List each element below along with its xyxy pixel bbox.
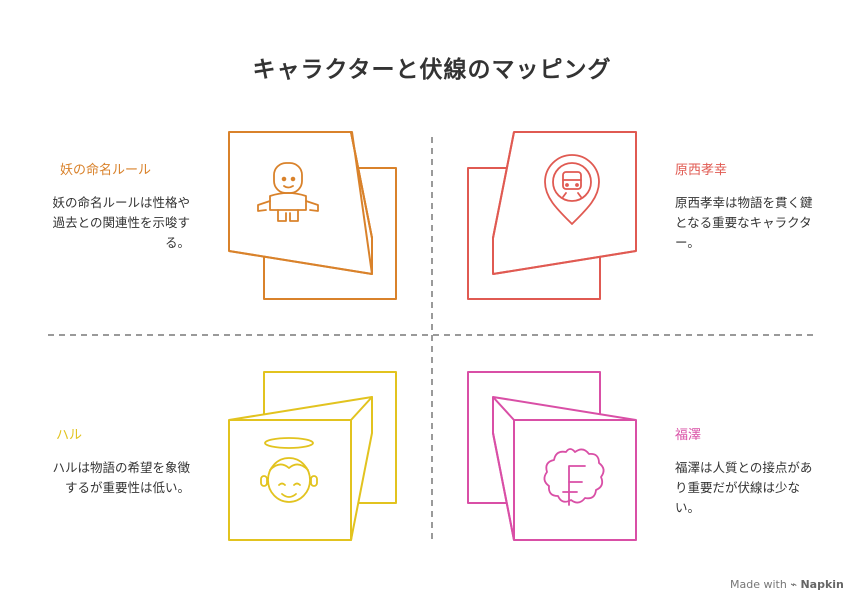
franc-flower-icon	[543, 448, 605, 506]
desc-fukuzawa: 福澤は人質との接点があり重要だが伏線は少ない。	[675, 460, 813, 515]
label-haru: ハル	[56, 428, 83, 443]
desc-haru: ハルは物語の希望を象徴するが重要性は低い。	[52, 460, 190, 495]
quadrant-box-haru	[228, 371, 397, 541]
label-naming-rule: 妖の命名ルール	[60, 163, 152, 178]
train-pin-icon	[544, 154, 600, 225]
credit-brand: Napkin	[800, 578, 844, 591]
angel-face-icon	[260, 437, 318, 503]
quadrant-box-naming-rule	[228, 131, 397, 300]
desc-haranishi: 原西孝幸は物語を貫く鍵となる重要なキャラクター。	[675, 195, 813, 250]
label-fukuzawa: 福澤	[675, 428, 702, 443]
quadrant-box-fukuzawa	[467, 371, 637, 541]
page-title: キャラクターと伏線のマッピング	[252, 57, 612, 83]
credit-prefix: Made with	[730, 578, 787, 591]
napkin-credit: Made with ⌁ Napkin	[730, 578, 844, 591]
label-haranishi: 原西孝幸	[675, 163, 728, 178]
robot-icon	[257, 162, 319, 222]
quadrant-box-haranishi	[467, 131, 637, 300]
napkin-logo-icon: ⌁	[790, 578, 797, 591]
desc-naming-rule: 妖の命名ルールは性格や過去との関連性を示唆する。	[52, 195, 190, 250]
